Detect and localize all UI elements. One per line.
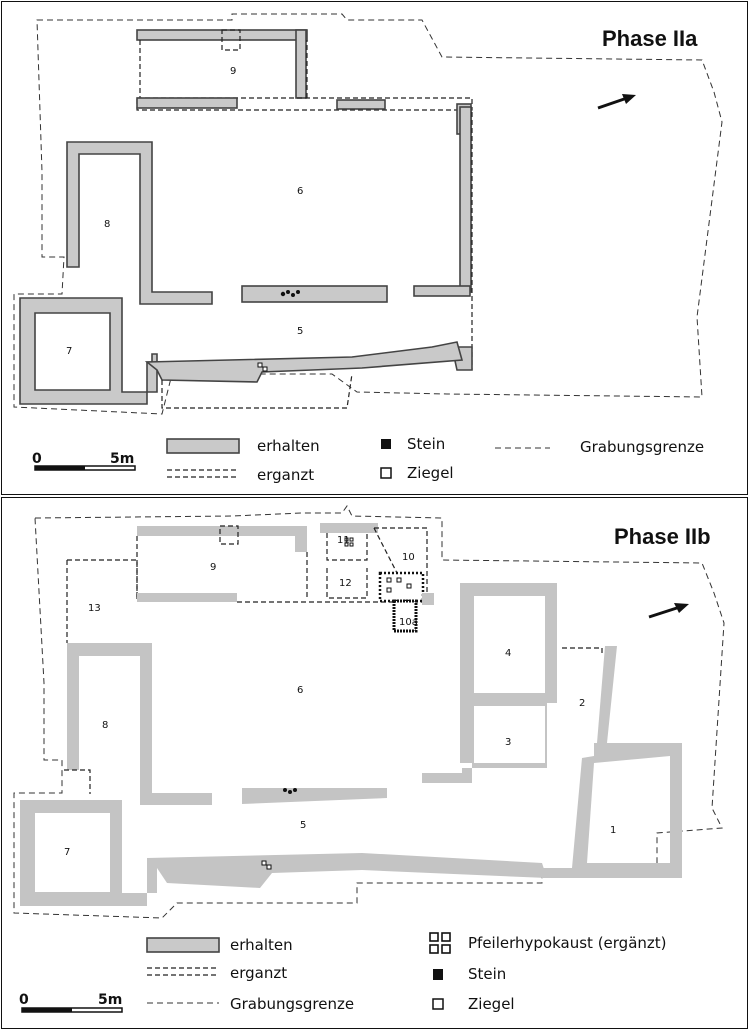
legend-stone-label: Stein — [468, 965, 506, 983]
room-label: 9 — [210, 562, 216, 573]
room-label: 2 — [579, 698, 585, 709]
wall-room-6-south — [241, 285, 388, 303]
room-label: 7 — [66, 346, 72, 357]
wall-room-9-north — [137, 526, 307, 536]
wall-room-6-east — [459, 106, 472, 293]
wall-room-5-south — [144, 341, 464, 383]
stone-markers — [280, 290, 300, 297]
room-label: 4 — [505, 648, 511, 659]
room-label: 10a — [399, 617, 418, 628]
legend: 0 5m erhalten erganzt Stein Ziegel Grabu… — [32, 435, 704, 484]
room-label: 11 — [337, 535, 350, 546]
wall-room-7 — [19, 297, 158, 405]
legend: erhalten erganzt Grabungsgrenze Pfeilerh… — [19, 932, 667, 1013]
room-9-door — [221, 29, 241, 51]
brick-markers — [257, 362, 268, 372]
legend-hypocaust-label: Pfeilerhypokaust (ergänzt) — [468, 934, 667, 952]
room-label: 6 — [297, 186, 303, 197]
room-10a — [392, 599, 418, 633]
wall-room-7 — [20, 800, 157, 906]
room-label: 10 — [402, 552, 415, 563]
legend-preserved-swatch — [166, 438, 240, 454]
legend-brick-label: Ziegel — [407, 464, 454, 482]
north-arrow-icon — [597, 94, 636, 110]
scale-length: 5m — [110, 451, 134, 467]
brick-swatch — [380, 467, 392, 479]
room-label: 9 — [230, 66, 236, 77]
scale-length: 5m — [98, 992, 122, 1008]
stone-swatch — [381, 439, 391, 449]
stone-swatch — [433, 969, 443, 980]
wall-rooms-3-4 — [422, 583, 557, 783]
excavation-boundary — [13, 505, 725, 919]
wall-room-5-south — [147, 853, 547, 888]
room-label: 13 — [88, 603, 101, 614]
wall-room-6-north — [137, 593, 237, 602]
hypocaust-pillars — [344, 537, 412, 593]
wall-room-9-east — [295, 29, 307, 99]
legend-preserved-swatch — [146, 937, 220, 953]
hypocaust-swatch — [429, 932, 451, 954]
phase-iia-plan: 9 6 8 5 7 0 5m erhalten erganzt Stein Zi… — [13, 13, 723, 484]
legend-brick-label: Ziegel — [468, 995, 515, 1013]
brick-markers — [261, 860, 272, 870]
phase-iia-panel: Phase IIa — [1, 1, 748, 495]
room-13-restored — [66, 559, 138, 643]
room-9-restored — [139, 40, 308, 98]
phase-iib-panel: Phase IIb — [1, 497, 748, 1029]
legend-restored-label: erganzt — [230, 964, 287, 982]
room-label: 7 — [64, 847, 70, 858]
room-label: 5 — [297, 326, 303, 337]
legend-restored-label: erganzt — [257, 466, 314, 484]
phase-iib-plan: 1 2 3 4 5 6 7 8 9 10 10a 11 12 13 erhalt… — [13, 505, 725, 1013]
wall-room-8 — [66, 141, 213, 305]
stone-markers — [283, 788, 297, 794]
room-label: 8 — [104, 219, 110, 230]
hypocaust-room-10 — [378, 571, 425, 603]
legend-excavation-label: Grabungsgrenze — [580, 438, 704, 456]
room-label: 3 — [505, 737, 511, 748]
legend-preserved-label: erhalten — [257, 437, 320, 455]
room-label: 6 — [297, 685, 303, 696]
legend-stone-label: Stein — [407, 435, 445, 453]
room-label: 5 — [300, 820, 306, 831]
phase-iib-title: Phase IIb — [614, 524, 711, 549]
phase-iia-title: Phase IIa — [602, 26, 698, 51]
room-label: 1 — [610, 825, 616, 836]
room-label: 12 — [339, 578, 352, 589]
room-label: 8 — [102, 720, 108, 731]
wall-room-2 — [597, 646, 617, 743]
scale-zero: 0 — [32, 451, 42, 467]
excavation-boundary — [13, 13, 723, 415]
wall-room-6-south — [242, 788, 387, 804]
brick-swatch — [432, 998, 444, 1010]
north-arrow-icon — [648, 603, 689, 619]
legend-preserved-label: erhalten — [230, 936, 293, 954]
wall-room-1 — [542, 743, 682, 878]
scale-zero: 0 — [19, 992, 29, 1008]
wall-room-8 — [67, 643, 212, 805]
legend-excavation-label: Grabungsgrenze — [230, 995, 354, 1013]
